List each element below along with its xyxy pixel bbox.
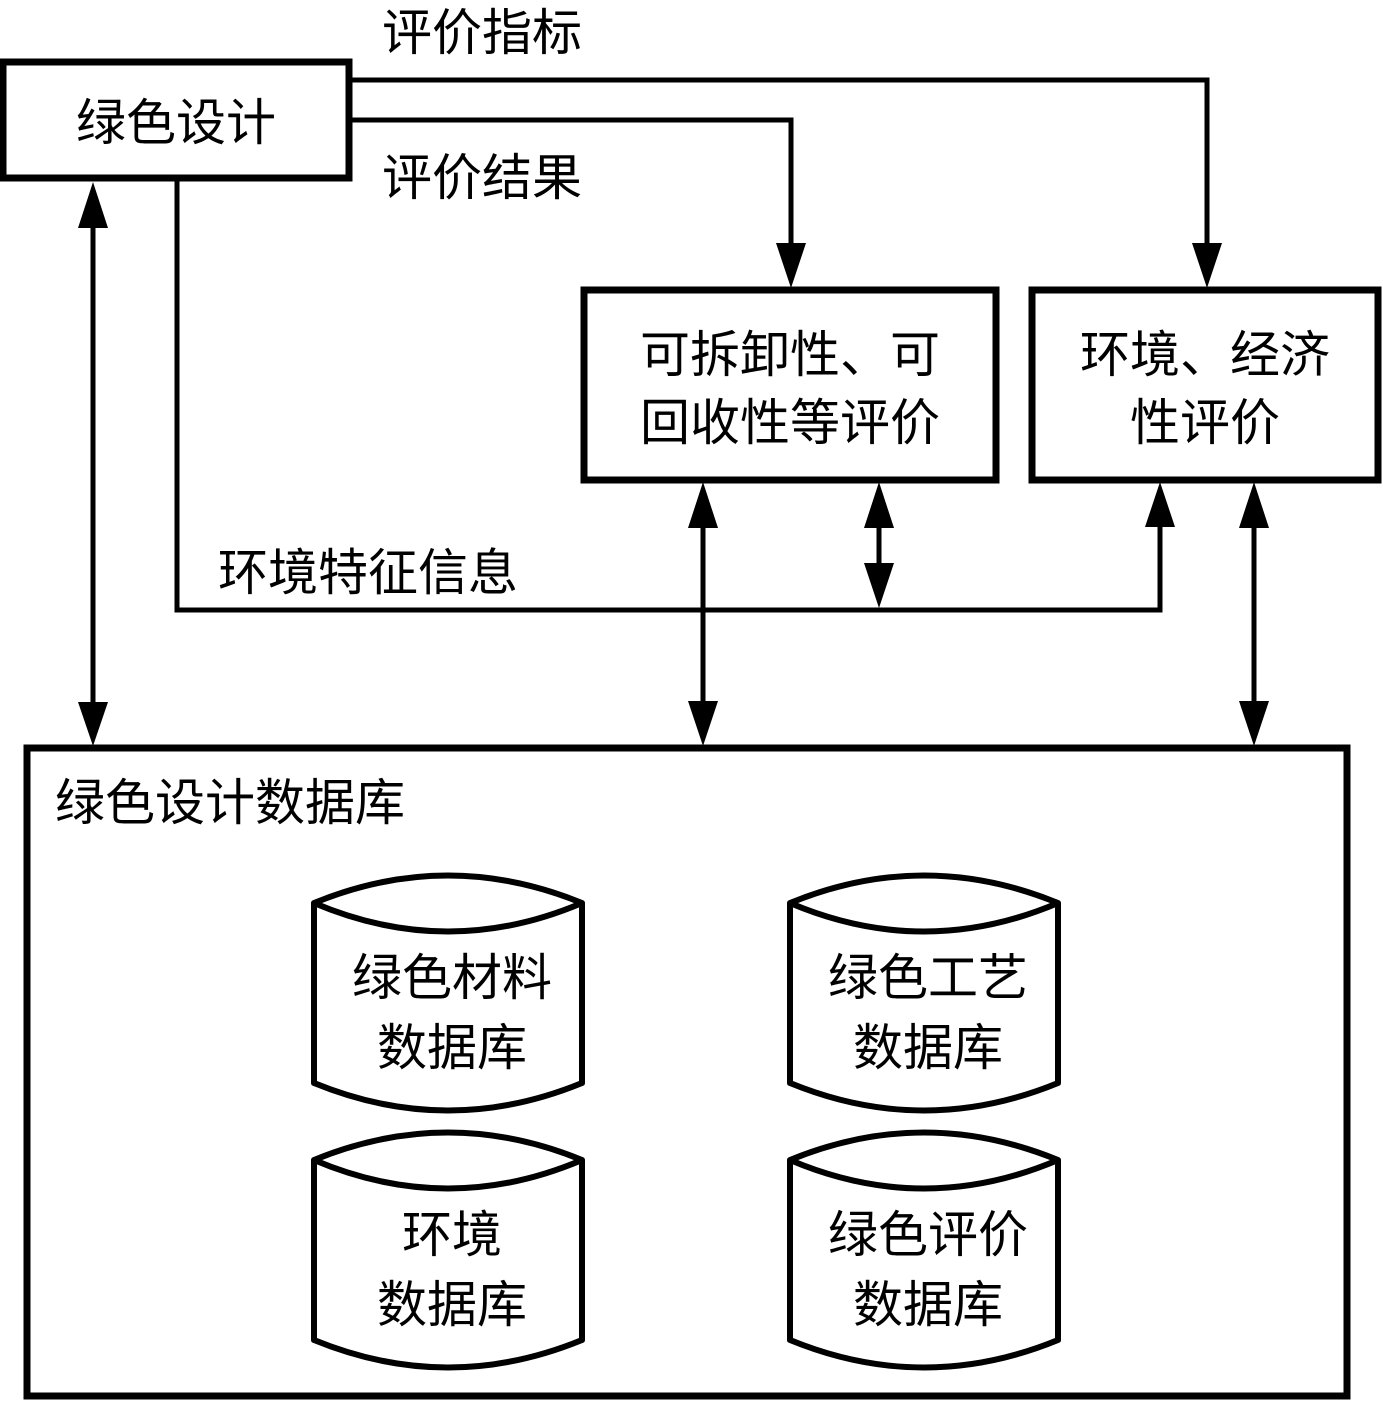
cylinder-green-evaluation-db-line2: 数据库 — [853, 1276, 1003, 1334]
cylinder-environment-db: 环境 数据库 — [311, 1129, 585, 1371]
arrowhead-up-icon — [688, 482, 718, 528]
arrowhead-down-icon — [776, 243, 806, 288]
cylinder-green-evaluation-db-line1: 绿色评价 — [828, 1206, 1028, 1264]
node-disassembly-eval: 可拆卸性、可 回收性等评价 — [580, 286, 1000, 484]
arrowhead-down-icon — [864, 563, 894, 608]
database-cylinders: 绿色材料 数据库 绿色工艺 数据库 环境 数据库 绿色评价 数据库 — [311, 872, 1061, 1371]
edge-eval-results — [350, 117, 794, 262]
node-env-econ-eval: 环境、经济 性评价 — [1028, 286, 1382, 484]
node-env-econ-eval-line1: 环境、经济 — [1080, 326, 1330, 384]
cylinder-green-process-db-line1: 绿色工艺 — [828, 949, 1028, 1007]
connectors — [78, 77, 1269, 746]
cylinder-green-process-db: 绿色工艺 数据库 — [787, 872, 1061, 1114]
label-env-feature-info: 环境特征信息 — [218, 544, 518, 602]
node-green-design-database-label: 绿色设计数据库 — [55, 774, 405, 832]
cylinder-green-materials-db-line2: 数据库 — [377, 1019, 527, 1077]
arrowhead-down-icon — [688, 701, 718, 746]
cylinder-environment-db-line2: 数据库 — [377, 1276, 527, 1334]
node-green-design: 绿色设计 — [0, 58, 353, 182]
label-eval-indicators: 评价指标 — [382, 4, 582, 62]
cylinder-green-materials-db: 绿色材料 数据库 — [311, 872, 585, 1114]
cylinder-green-materials-db-line1: 绿色材料 — [352, 949, 552, 1007]
arrowhead-down-icon — [1239, 701, 1269, 746]
node-green-design-database: 绿色设计数据库 — [23, 744, 1351, 1400]
node-disassembly-eval-line2: 回收性等评价 — [640, 394, 940, 452]
arrowhead-up-icon — [864, 482, 894, 528]
cylinder-environment-db-line1: 环境 — [402, 1206, 502, 1264]
arrowhead-up-icon — [1239, 482, 1269, 528]
cylinder-green-evaluation-db: 绿色评价 数据库 — [787, 1129, 1061, 1371]
node-green-design-label: 绿色设计 — [76, 94, 276, 152]
arrowhead-down-icon — [1192, 243, 1222, 288]
arrowhead-down-icon — [78, 702, 108, 746]
arrowhead-up-icon — [78, 182, 108, 228]
label-eval-results: 评价结果 — [382, 149, 582, 207]
node-env-econ-eval-line2: 性评价 — [1130, 394, 1280, 452]
edge-eval-indicators — [350, 77, 1210, 262]
node-disassembly-eval-line1: 可拆卸性、可 — [640, 326, 940, 384]
arrowhead-up-icon — [1145, 482, 1175, 527]
edge-env-feature-info — [174, 180, 1163, 613]
cylinder-green-process-db-line2: 数据库 — [853, 1019, 1003, 1077]
